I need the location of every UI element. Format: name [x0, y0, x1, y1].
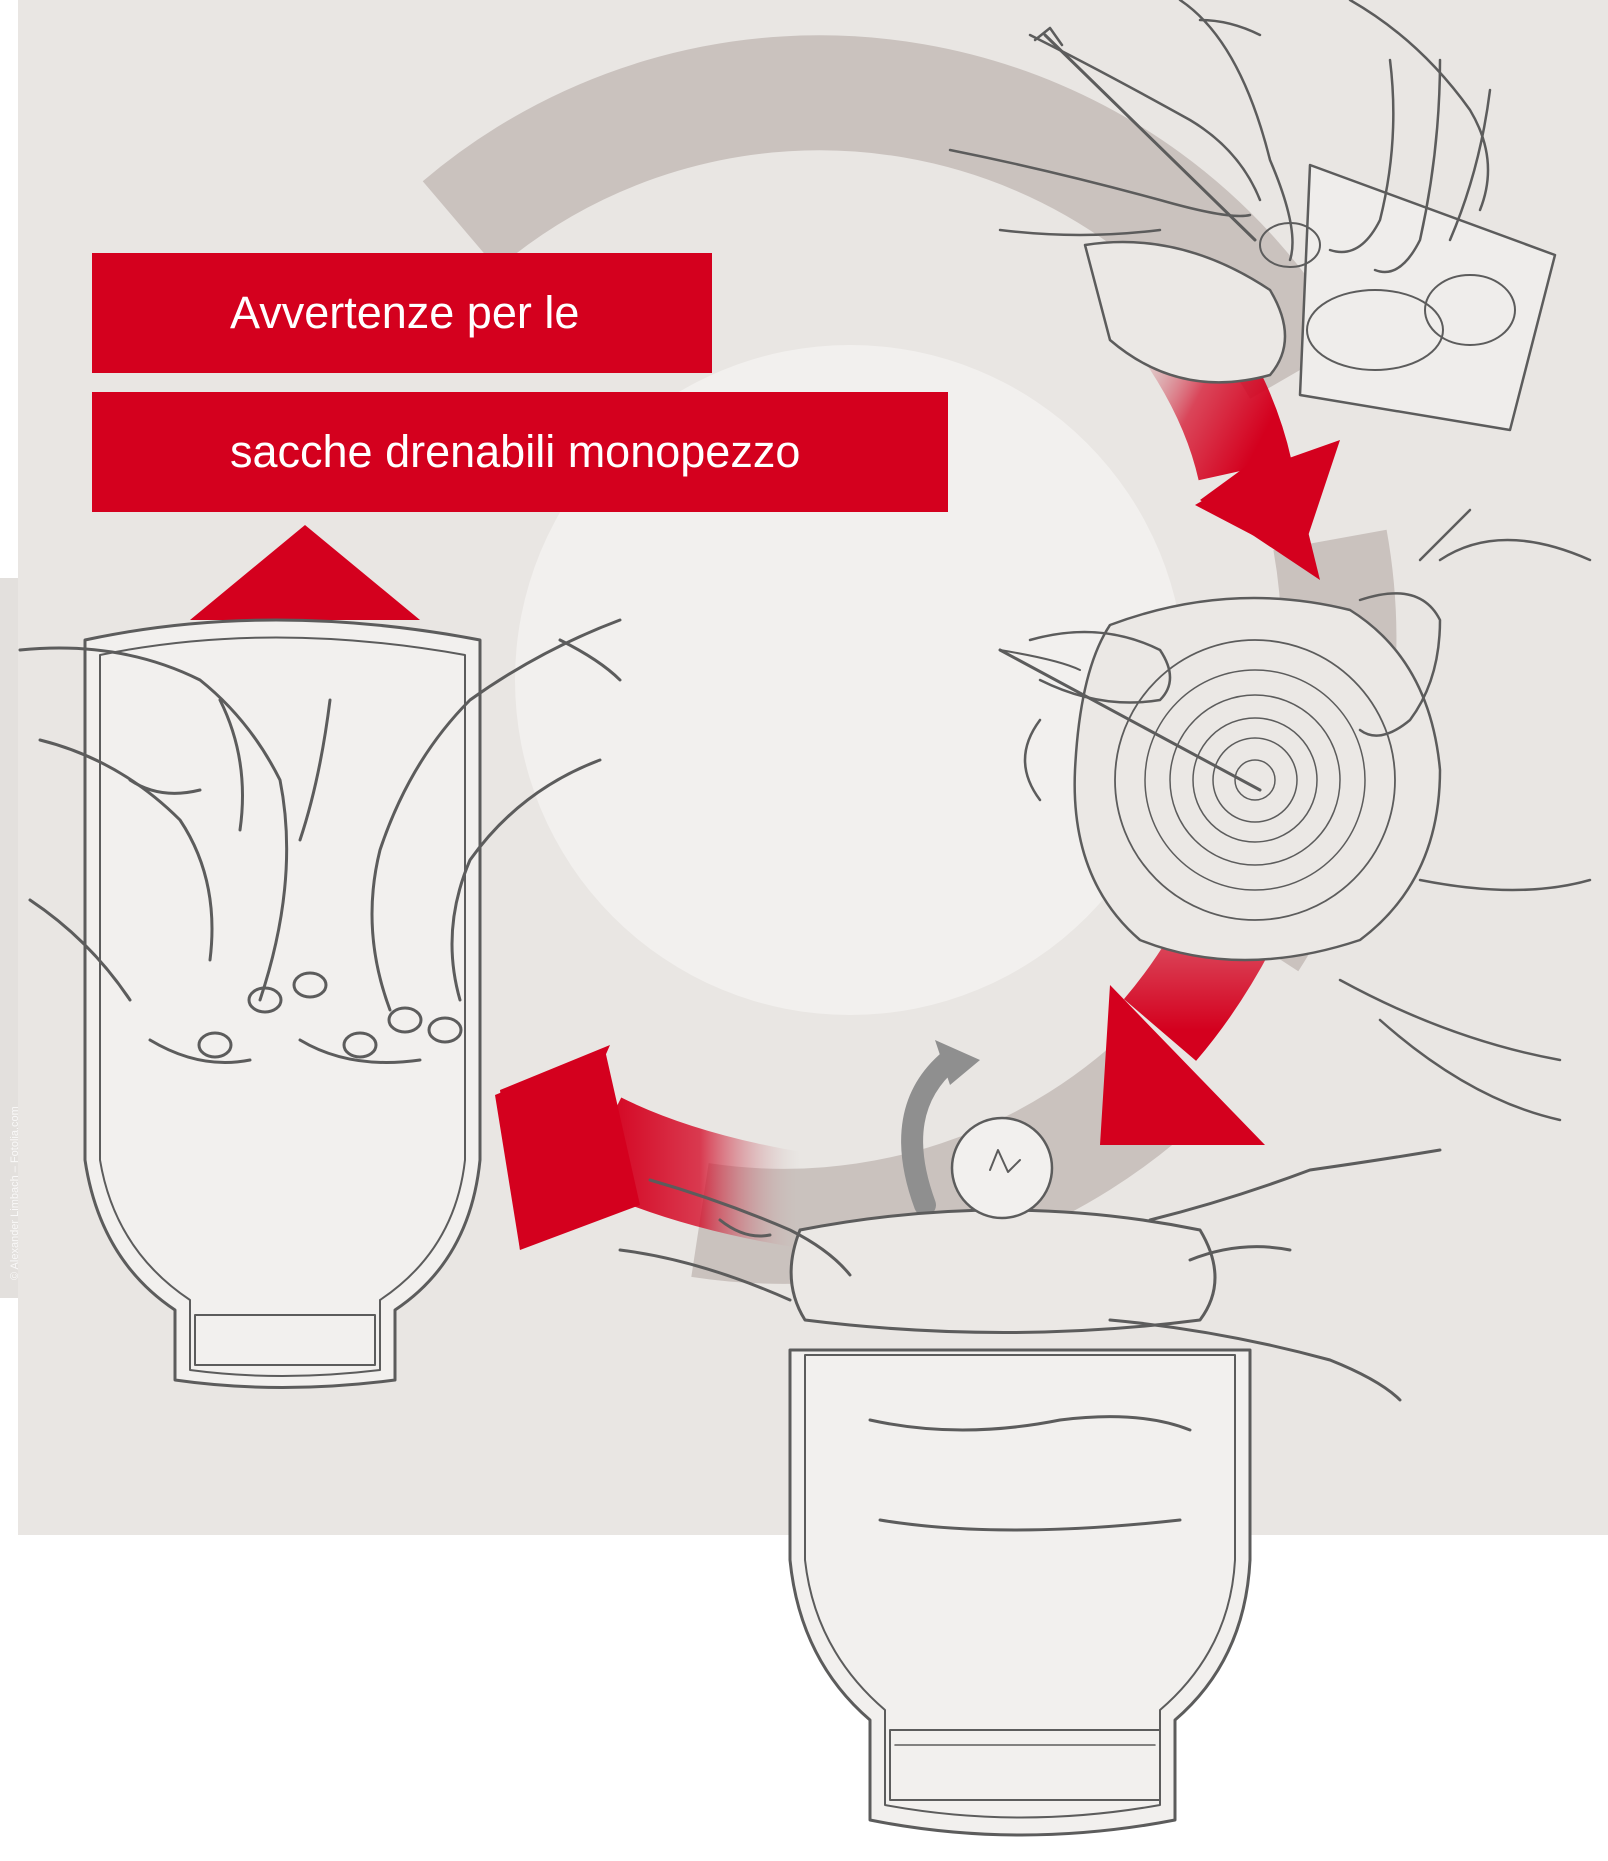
title-line-2: sacche drenabili monopezzo: [92, 392, 948, 512]
arrow-step-3-to-4: [495, 1045, 800, 1250]
title-line-1: Avvertenze per le: [92, 253, 712, 373]
